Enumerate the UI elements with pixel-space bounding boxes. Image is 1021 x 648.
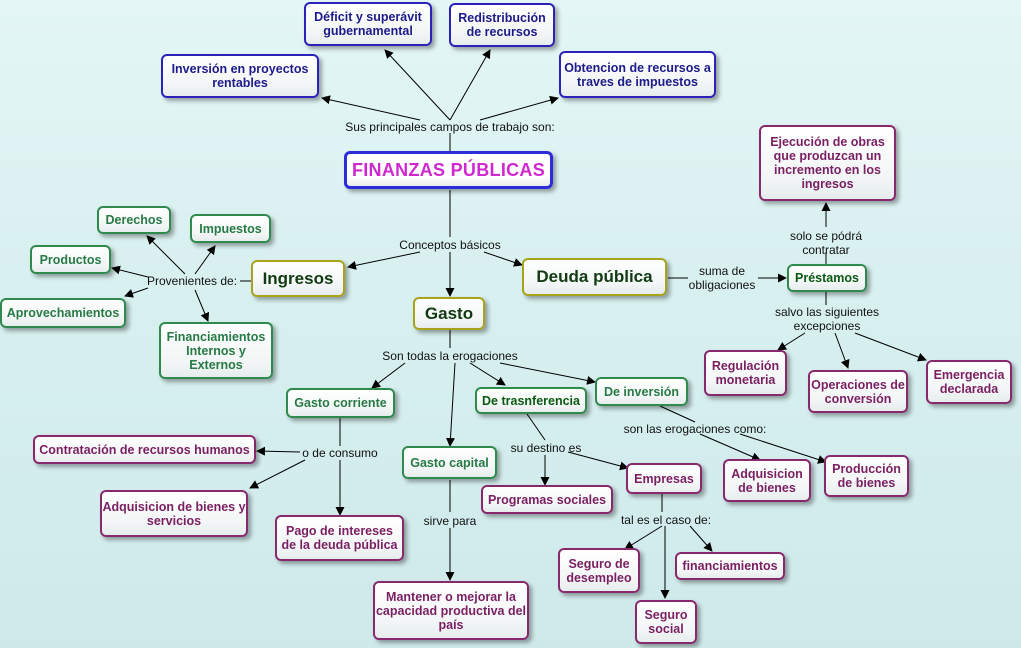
caso-label: tal es el caso de: (620, 513, 712, 527)
mantener-capacidad-node[interactable]: Mantener o mejorar la capacidad producti… (373, 581, 529, 640)
sirve-para-label: sirve para (423, 514, 477, 528)
prestamos-node[interactable]: Préstamos (787, 264, 867, 292)
aprovechamientos-node[interactable]: Aprovechamientos (0, 298, 126, 328)
empresas-node[interactable]: Empresas (626, 463, 702, 494)
adquisicion-bienes-servicios-node[interactable]: Adquisicion de bienes y servicios (100, 490, 248, 537)
solo-contratar-label: solo se pódrá contratar (789, 229, 863, 257)
regulacion-monetaria-node[interactable]: Regulación monetaria (704, 350, 787, 396)
impuestos-node[interactable]: Impuestos (190, 214, 271, 243)
title-node[interactable]: FINANZAS PÚBLICAS (344, 151, 553, 189)
produccion-bienes-node[interactable]: Producción de bienes (824, 455, 909, 497)
gasto-capital-node[interactable]: Gasto capital (402, 446, 497, 479)
redistribucion-node[interactable]: Redistribución de recursos (449, 3, 555, 47)
salvo-excepciones-label: salvo las siguientes excepciones (774, 305, 880, 333)
gasto-corriente-node[interactable]: Gasto corriente (286, 388, 395, 418)
financiamientos-internos-node[interactable]: Financiamientos Internos y Externos (159, 322, 273, 379)
inversion-node[interactable]: De inversión (595, 377, 688, 406)
pago-intereses-node[interactable]: Pago de intereses de la deuda pública (275, 515, 404, 561)
programas-sociales-node[interactable]: Programas sociales (481, 485, 613, 514)
operaciones-conversion-node[interactable]: Operaciones de conversión (808, 370, 908, 413)
transferencia-node[interactable]: De trasnferencia (475, 387, 587, 414)
financiamientos-node[interactable]: financiamientos (675, 552, 785, 580)
provenientes-label: Provenientes de: (146, 274, 238, 288)
destino-label: su destino es (510, 441, 582, 455)
seguro-social-node[interactable]: Seguro social (635, 600, 697, 644)
erogaciones-como-label: son las erogaciones como: (623, 422, 767, 436)
deficit-superavit-node[interactable]: Déficit y superávit gubernamental (304, 2, 432, 46)
adquisicion-bienes-node[interactable]: Adquisicion de bienes (723, 459, 811, 502)
obtencion-recursos-node[interactable]: Obtencion de recursos a traves de impues… (559, 51, 716, 98)
inversion-proyectos-node[interactable]: Inversión en proyectos rentables (161, 54, 319, 98)
seguro-desempleo-node[interactable]: Seguro de desempleo (558, 548, 640, 593)
erogaciones-label: Son todas la erogaciones (382, 349, 518, 363)
ejecucion-obras-node[interactable]: Ejecución de obras que produzcan un incr… (759, 125, 896, 201)
campos-label: Sus principales campos de trabajo son: (345, 120, 555, 134)
deuda-publica-node[interactable]: Deuda pública (522, 258, 667, 296)
suma-obligaciones-label: suma de obligaciones (688, 264, 756, 292)
gasto-node[interactable]: Gasto (413, 297, 485, 330)
consumo-label: o de consumo (302, 446, 378, 460)
derechos-node[interactable]: Derechos (97, 206, 171, 234)
contratacion-rh-node[interactable]: Contratación de recursos humanos (33, 435, 256, 464)
ingresos-node[interactable]: Ingresos (251, 260, 345, 297)
conceptos-label: Conceptos básicos (399, 238, 501, 252)
emergencia-declarada-node[interactable]: Emergencia declarada (926, 360, 1012, 404)
productos-node[interactable]: Productos (30, 245, 111, 274)
